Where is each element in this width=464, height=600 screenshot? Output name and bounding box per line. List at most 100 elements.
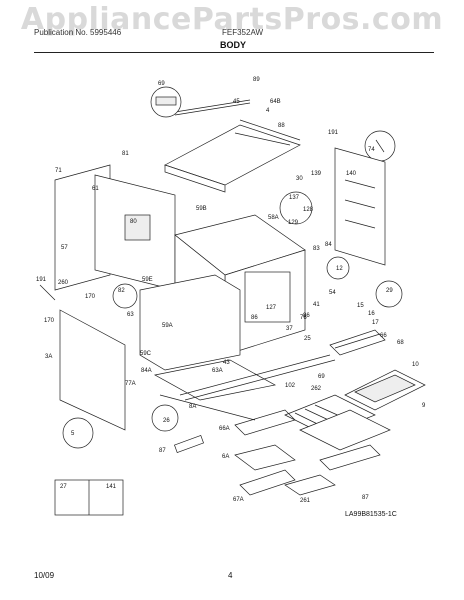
label-37: 37: [286, 326, 293, 332]
label-25: 25: [304, 336, 311, 342]
label-9: 9: [422, 403, 426, 409]
label-83: 83: [313, 246, 320, 252]
watermark: AppliancePartsPros.com: [20, 2, 444, 37]
label-67a: 67A: [233, 497, 244, 503]
label-69-b: 69: [318, 374, 325, 380]
label-17: 17: [372, 320, 379, 326]
label-69: 69: [158, 81, 165, 87]
bottom-plate: [153, 359, 277, 401]
label-26: 26: [163, 418, 170, 424]
label-5: 5: [71, 431, 75, 437]
label-45: 45: [233, 99, 240, 105]
page-number: 4: [228, 571, 233, 580]
section-title: BODY: [220, 40, 247, 50]
label-6a: 6A: [222, 454, 229, 460]
label-140: 140: [346, 171, 357, 177]
label-57: 57: [61, 245, 68, 251]
label-66: 66: [380, 333, 387, 339]
part-87: [174, 435, 204, 453]
label-41: 41: [313, 302, 320, 308]
detail-circle-26: [151, 404, 179, 432]
right-side-panel: [334, 147, 386, 266]
label-76: 76: [300, 315, 307, 321]
label-8a: 8A: [189, 404, 196, 410]
label-86-a: 86: [303, 313, 310, 319]
header-rule: [34, 52, 434, 53]
label-141: 141: [106, 484, 117, 490]
label-89: 89: [253, 77, 260, 83]
publication-number: Publication No. 5995446: [34, 28, 122, 37]
element-cover-6a: [234, 444, 296, 471]
label-63a: 63A: [212, 368, 223, 374]
drawer-pan-261: [284, 474, 336, 496]
label-10: 10: [412, 362, 419, 368]
detail-circle-29: [375, 280, 403, 308]
label-81: 81: [122, 151, 129, 157]
label-129: 129: [288, 220, 299, 226]
label-27: 27: [60, 484, 67, 490]
label-74: 74: [368, 147, 375, 153]
label-30: 30: [296, 176, 303, 182]
label-59e: 59E: [142, 277, 153, 283]
label-66a: 66A: [219, 426, 230, 432]
detail-circle-12: [326, 256, 350, 280]
detail-circle-137: [279, 191, 313, 225]
bake-element: [234, 409, 296, 436]
diagram-code: LA99B81535-1C: [345, 511, 397, 518]
page-header: AppliancePartsPros.com Publication No. 5…: [0, 0, 464, 60]
label-16: 16: [368, 311, 375, 317]
bake-element-87: [319, 444, 381, 471]
label-15: 15: [357, 303, 364, 309]
label-59c: 59C: [140, 351, 152, 357]
label-59a: 59A: [162, 323, 173, 329]
element-67a: [239, 469, 296, 496]
oven-opening: [244, 271, 291, 323]
label-102: 102: [285, 383, 296, 389]
top-trim: [239, 119, 301, 141]
label-191-left: 191: [36, 277, 47, 283]
footer-date: 10/09: [34, 571, 55, 580]
label-29: 29: [386, 288, 393, 294]
oven-rack-lower: [299, 409, 391, 451]
label-12: 12: [336, 266, 343, 272]
model-number: FEF352AW: [222, 28, 264, 37]
label-68: 68: [397, 340, 404, 346]
label-4: 4: [266, 108, 270, 114]
label-43: 43: [223, 360, 230, 366]
label-71: 71: [55, 168, 62, 174]
broil-element: [329, 329, 386, 356]
label-137: 137: [289, 195, 300, 201]
drawer-slide: [179, 354, 331, 396]
label-88: 88: [278, 123, 285, 129]
label-61: 61: [92, 186, 99, 192]
rail-8a: [159, 394, 256, 421]
part-191: [39, 284, 56, 301]
label-261: 261: [300, 498, 311, 504]
label-87-b: 87: [362, 495, 369, 501]
label-139: 139: [311, 171, 322, 177]
label-170-a: 170: [85, 294, 96, 300]
lower-frame: [139, 274, 241, 371]
label-127: 127: [266, 305, 277, 311]
detail-circle-82: [112, 283, 138, 309]
label-260: 260: [58, 280, 69, 286]
rear-trim: [174, 99, 251, 113]
front-panel-3a: [59, 309, 126, 431]
label-77a: 77A: [125, 381, 136, 387]
broil-pan-insert: [354, 374, 416, 403]
label-128: 128: [303, 207, 314, 213]
label-54: 54: [329, 290, 336, 296]
label-84a: 84A: [141, 368, 152, 374]
label-262: 262: [311, 386, 322, 392]
label-58a: 58A: [268, 215, 279, 221]
label-87-a: 87: [159, 448, 166, 454]
label-3a: 3A: [45, 354, 52, 360]
label-170-b: 170: [44, 318, 55, 324]
label-191-top: 191: [328, 130, 339, 136]
label-64b: 64B: [270, 99, 281, 105]
label-84: 84: [325, 242, 332, 248]
label-63: 63: [127, 312, 134, 318]
label-82: 82: [118, 288, 125, 294]
label-86-b: 86: [251, 315, 258, 321]
